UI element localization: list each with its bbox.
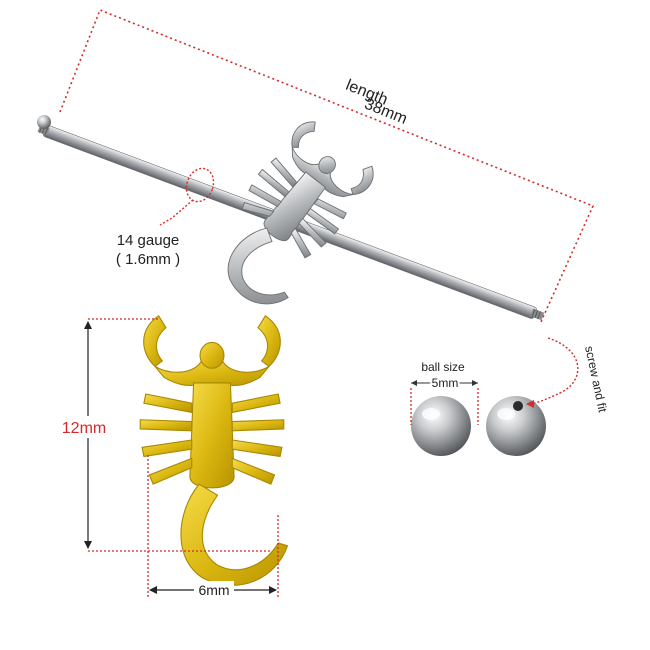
barbell-ball-left: [37, 115, 51, 129]
spare-balls: ball size 5mm: [410, 360, 546, 456]
gold-scorpion-charm: [139, 315, 289, 586]
height-dimension: 12mm: [60, 318, 272, 552]
gauge-callout: 14 gauge ( 1.6mm ): [116, 167, 215, 268]
height-value: 12mm: [62, 420, 106, 437]
gauge-value: ( 1.6mm ): [116, 251, 180, 268]
ball-size-value: 5mm: [432, 376, 459, 390]
silver-scorpion-charm: [227, 121, 374, 305]
gauge-label: 14 gauge: [117, 232, 180, 249]
width-dimension: 6mm: [147, 455, 279, 599]
ball-thread-hole: [513, 401, 523, 411]
ball-left: [411, 396, 471, 456]
screw-fit-label: screw and fit: [582, 345, 610, 414]
barbell: [37, 115, 545, 321]
width-value: 6mm: [198, 582, 229, 598]
ball-size-label: ball size: [421, 360, 465, 374]
barbell-thread-right: [530, 308, 545, 321]
screw-fit-callout: screw and fit: [526, 337, 610, 414]
